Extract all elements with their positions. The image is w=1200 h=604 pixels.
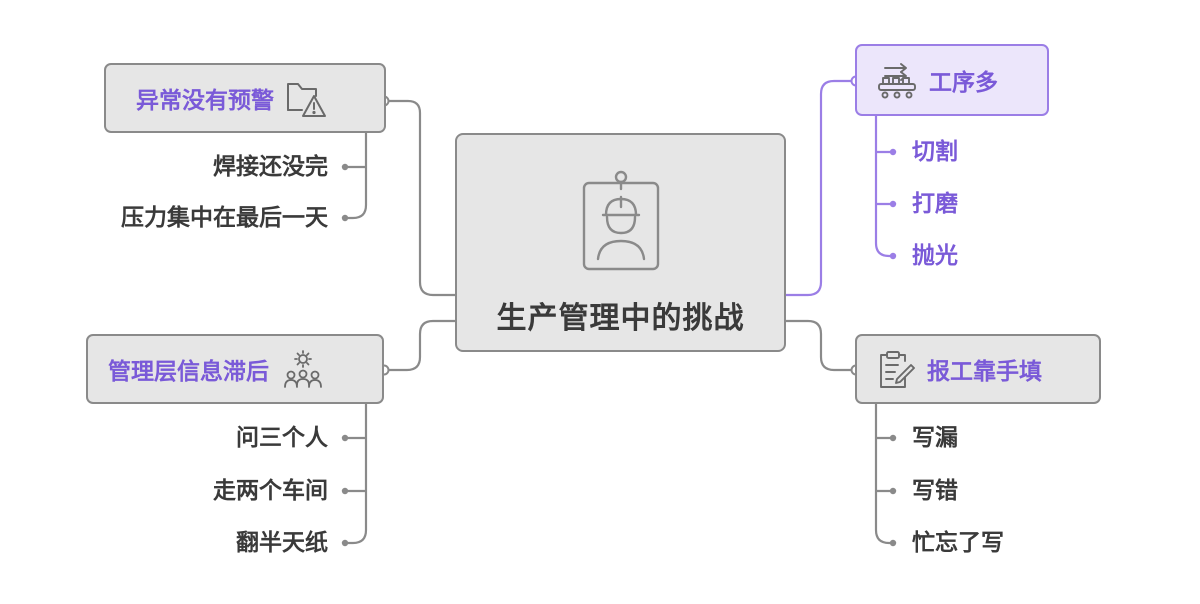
- connector-central-report: [784, 319, 854, 372]
- connector-mgmt-children: [343, 402, 368, 545]
- connector-report-children: [874, 402, 895, 545]
- branch-report[interactable]: 报工靠手填: [855, 334, 1101, 404]
- leaf-process-3: 抛光: [912, 243, 958, 269]
- leaf-report-1: 写漏: [912, 425, 958, 451]
- connector-alert-children: [343, 131, 368, 220]
- leaf-process-1: 切割: [912, 139, 958, 165]
- connector-central-alert: [386, 99, 457, 297]
- leaf-mgmt-1: 问三个人: [236, 425, 328, 451]
- central-topic[interactable]: 生产管理中的挑战: [455, 133, 786, 352]
- branch-mgmt-label: 管理层信息滞后: [108, 359, 269, 385]
- conveyor-icon: [875, 58, 919, 102]
- branch-mgmt[interactable]: 管理层信息滞后: [86, 334, 384, 404]
- connector-central-mgmt: [386, 319, 457, 372]
- branch-alert-label: 异常没有预警: [136, 88, 274, 114]
- branch-process-label: 工序多: [929, 70, 998, 96]
- branch-report-label: 报工靠手填: [927, 359, 1042, 385]
- branch-process[interactable]: 工序多: [855, 44, 1049, 116]
- folder-warning-icon: [284, 76, 328, 120]
- connector-central-process: [784, 79, 854, 297]
- leaf-report-3: 忙忘了写: [912, 530, 1004, 556]
- worker-badge-icon: [576, 161, 666, 273]
- leaf-alert-2: 压力集中在最后一天: [121, 205, 328, 231]
- connector-process-children: [874, 114, 895, 258]
- leaf-mgmt-2: 走两个车间: [213, 478, 328, 504]
- leaf-process-2: 打磨: [912, 191, 958, 217]
- branch-alert[interactable]: 异常没有预警: [104, 63, 386, 133]
- clipboard-pen-icon: [873, 347, 917, 391]
- leaf-mgmt-3: 翻半天纸: [236, 530, 328, 556]
- central-title: 生产管理中的挑战: [496, 301, 745, 336]
- leaf-alert-1: 焊接还没完: [213, 154, 328, 180]
- team-gear-icon: [281, 347, 325, 391]
- leaf-report-2: 写错: [912, 478, 958, 504]
